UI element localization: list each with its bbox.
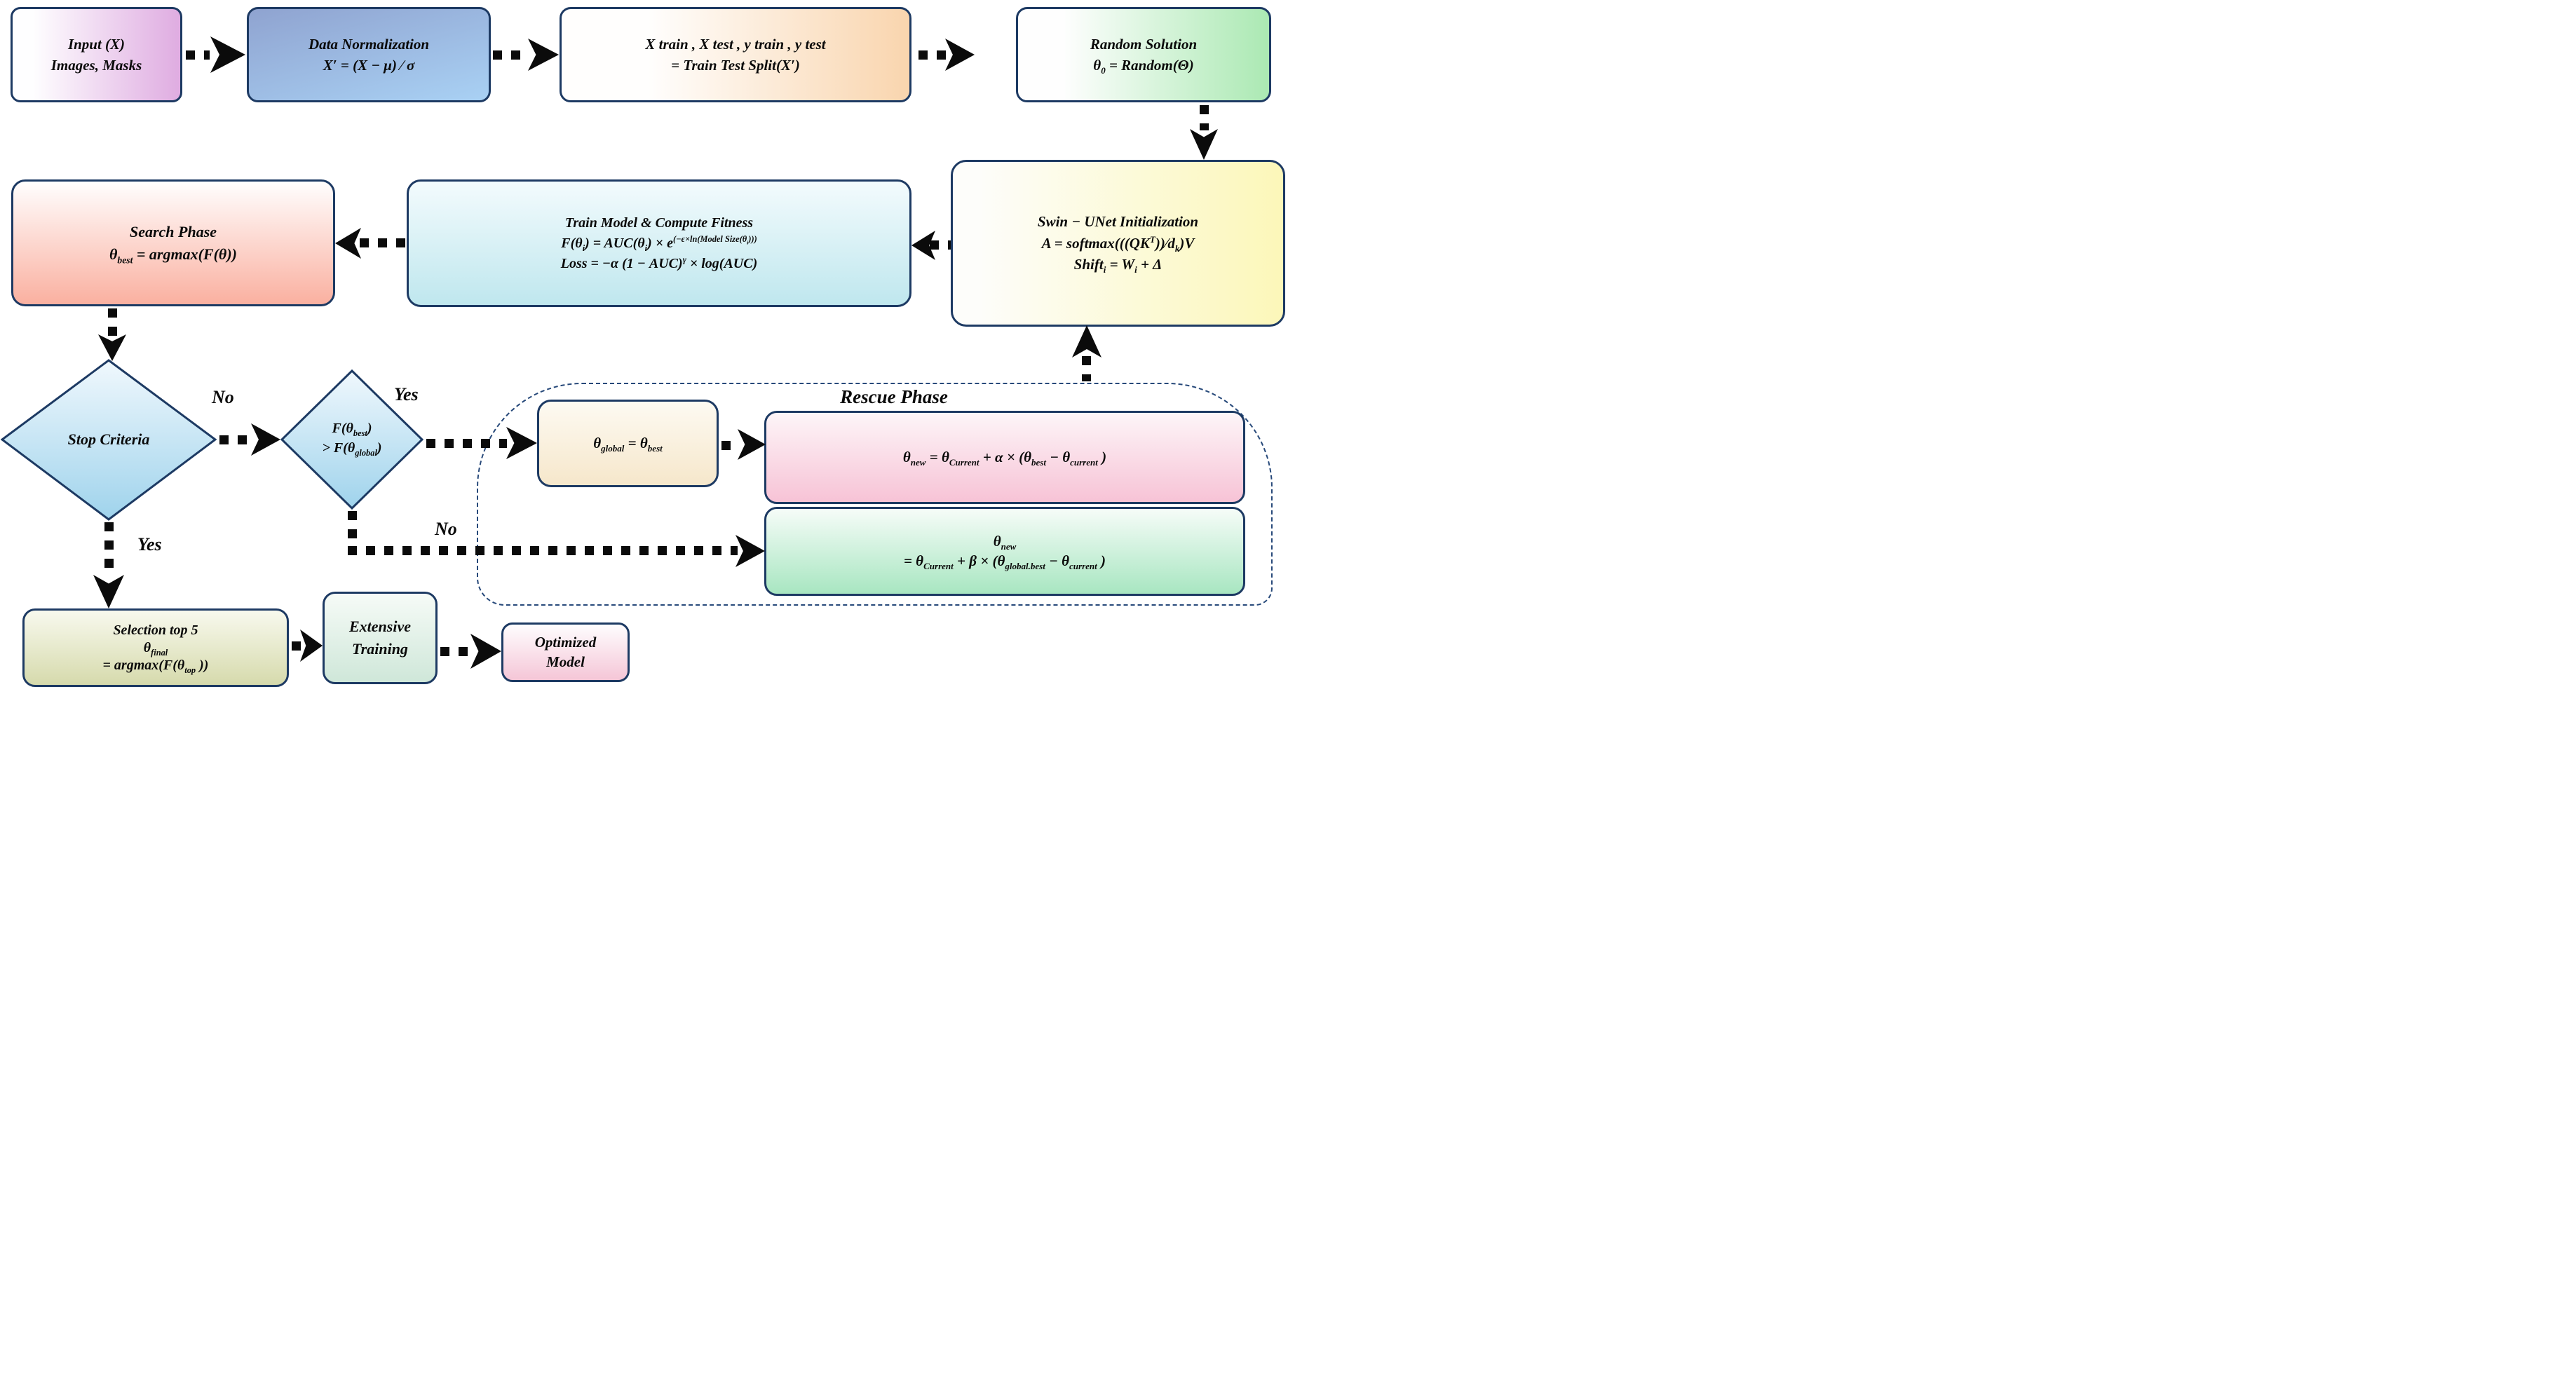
node-extensive: Extensive Training [323, 592, 438, 684]
node-train-line2: F(θi) = AUC(θi) × e(−ϵ×ln(Model Size(θi)… [561, 233, 757, 253]
node-optimized-line2: Model [546, 653, 585, 670]
stop-criteria-diamond [1, 359, 217, 521]
node-selection: Selection top 5 θfinal = argmax(F(θtop )… [22, 608, 289, 687]
arrow-random-to-swin [1200, 105, 1209, 130]
arrowhead-normalization-to-split [528, 39, 559, 71]
node-normalization-line2: X′ = (X − μ) ∕ σ [323, 57, 415, 74]
node-split-line1: X train , X test , y train , y test [645, 35, 826, 53]
arrow-global-to-alpha [721, 441, 740, 450]
node-rescue-alpha: θnew = θCurrent + α × (θbest − θcurrent … [764, 411, 1245, 504]
arrowhead-search-to-stop [98, 334, 126, 361]
node-input-line1: Input (X) [67, 35, 126, 53]
rescue-phase-title: Rescue Phase [840, 386, 948, 407]
arrow-extensive-to-optimized [440, 647, 473, 656]
arrowhead-train-to-search [335, 228, 361, 259]
compare-line2: > F(θglobal) [322, 440, 382, 458]
node-assign-global: θglobal = θbest [537, 400, 719, 487]
node-train-line3: Loss = −α (1 − AUC)γ × log(AUC) [560, 254, 758, 271]
arrow-stop-to-compare [219, 435, 253, 444]
arrowhead-stop-to-selection [93, 575, 124, 608]
compare-fitness-diamond [280, 369, 423, 510]
arrow-rescue-to-swin [1082, 356, 1091, 381]
label-stop-no: No [212, 387, 234, 407]
node-input: Input (X) Images, Masks [11, 7, 182, 102]
arrowhead-extensive-to-optimized [470, 634, 501, 669]
node-train: Train Model & Compute Fitness F(θi) = AU… [407, 179, 911, 307]
node-random: Random Solution θ0 = Random(Θ) [1016, 7, 1271, 102]
compare-line1: F(θbest) [332, 421, 372, 438]
node-search-line2: θbest = argmax(F(θ)) [109, 245, 237, 265]
arrow-split-to-random [918, 50, 947, 60]
node-assign-global-label: θglobal = θbest [593, 435, 663, 454]
label-stop-yes: Yes [137, 534, 162, 554]
node-random-line2: θ0 = Random(Θ) [1093, 57, 1194, 76]
node-optimized: Optimized Model [501, 622, 630, 682]
node-rescue-beta-line2: = θCurrent + β × (θglobal.best − θcurren… [903, 552, 1106, 571]
node-selection-line3: = argmax(F(θtop )) [102, 657, 209, 675]
arrow-swin-to-train [930, 240, 951, 250]
node-swin-line2: A = softmax(((QKT))⁄dk)V [1041, 233, 1195, 254]
arrowhead-selection-to-extensive [300, 630, 323, 662]
arrow-normalization-to-split [493, 50, 528, 60]
arrowhead-random-to-swin [1190, 129, 1218, 160]
node-extensive-line2: Training [352, 640, 408, 658]
node-swin-line1: Swin − UNet Initialization [1037, 213, 1199, 231]
arrow-stop-to-selection [104, 522, 114, 577]
node-input-line2: Images, Masks [50, 57, 142, 74]
node-normalization: Data Normalization X′ = (X − μ) ∕ σ [247, 7, 491, 102]
node-split-line2: = Train Test Split(X′) [671, 57, 800, 74]
node-rescue-beta: θnew = θCurrent + β × (θglobal.best − θc… [764, 507, 1245, 596]
arrowhead-input-to-normalization [210, 36, 245, 73]
node-optimized-line1: Optimized [534, 634, 597, 651]
rescue-phase-container [477, 383, 1273, 606]
node-normalization-line1: Data Normalization [308, 35, 430, 53]
node-extensive-line1: Extensive [349, 618, 411, 636]
node-train-line1: Train Model & Compute Fitness [564, 215, 754, 231]
node-random-line1: Random Solution [1090, 35, 1198, 53]
label-compare-no: No [435, 519, 457, 539]
label-compare-yes: Yes [394, 384, 419, 404]
node-swin-line3: Shifti = Wi + Δ [1073, 256, 1162, 275]
node-rescue-alpha-label: θnew = θCurrent + α × (θbest − θcurrent … [902, 449, 1107, 468]
node-selection-line1: Selection top 5 [113, 622, 198, 638]
compare-fitness-label: F(θbest) > F(θglobal) [284, 419, 420, 458]
stop-criteria-label: Stop Criteria [67, 430, 150, 448]
flowchart-canvas: Input (X) Images, Masks Data Normalizati… [0, 0, 1288, 694]
arrow-compare-to-global [426, 439, 507, 448]
node-split: X train , X test , y train , y test = Tr… [560, 7, 911, 102]
arrow-compare-no-vertical [348, 511, 357, 546]
node-selection-line2: θfinal [143, 639, 168, 658]
node-swin: Swin − UNet Initialization A = softmax((… [951, 160, 1285, 327]
arrowhead-stop-to-compare [251, 423, 280, 456]
node-rescue-beta-line1: θnew [993, 533, 1017, 552]
arrow-train-to-search [360, 238, 407, 247]
arrow-input-to-normalization [186, 50, 210, 60]
node-search-line1: Search Phase [129, 222, 217, 240]
arrow-compare-no-horizontal [348, 546, 738, 555]
arrowhead-rescue-to-swin [1072, 325, 1101, 358]
arrow-search-to-stop [108, 308, 117, 336]
arrow-selection-to-extensive [292, 641, 303, 651]
arrowhead-split-to-random [945, 39, 975, 71]
node-search: Search Phase θbest = argmax(F(θ)) [11, 179, 335, 306]
